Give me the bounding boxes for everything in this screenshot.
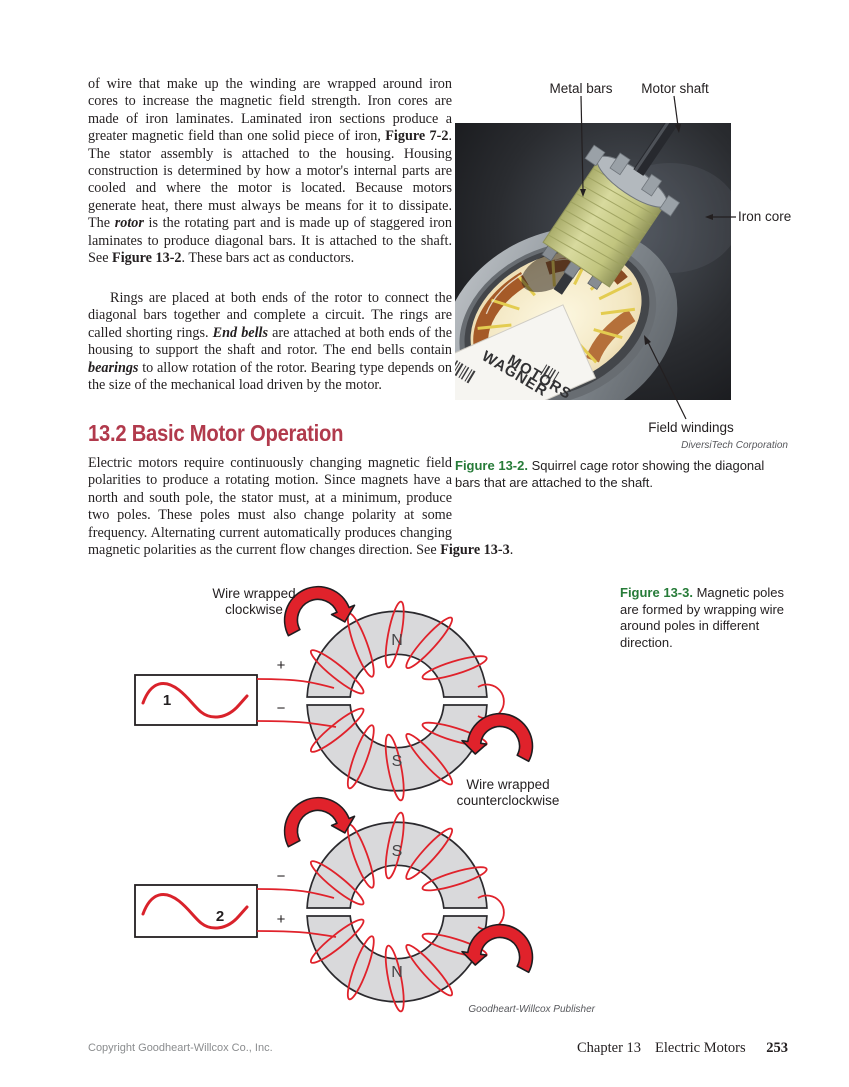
ring1-minus-terminal: − xyxy=(277,700,286,717)
connection-wires xyxy=(256,678,505,938)
page-number: 253 xyxy=(766,1040,788,1056)
paragraph-basic-operation: Electric motors require continuously cha… xyxy=(88,455,648,559)
wrap-clockwise-label-line1: Wire wrapped xyxy=(212,586,295,601)
figure-13-2-label: Figure 13-2. xyxy=(455,458,528,473)
ring1-plus-terminal: + xyxy=(277,657,286,674)
footer-chapter: Chapter 13 xyxy=(577,1040,642,1056)
wire-windings xyxy=(309,600,488,1013)
rotation-arrows xyxy=(283,585,534,974)
figure-13-2-photo: WAGNER MOTORS xyxy=(455,123,731,400)
source-1-number: 1 xyxy=(163,692,171,709)
figure-13-2-credit: DiversiTech Corporation xyxy=(681,440,788,451)
figure-13-2-caption-text: Squirrel cage rotor showing the diagonal… xyxy=(455,458,765,490)
figure-13-3-credit: Goodheart-Willcox Publisher xyxy=(468,1004,595,1015)
copyright-notice: Copyright Goodheart-Willcox Co., Inc. xyxy=(88,1042,273,1054)
sine-wave-2 xyxy=(141,892,249,930)
motor-label-band: WAGNER MOTORS xyxy=(455,304,597,400)
figure-13-3-diagram: 1 2 N S S N xyxy=(134,585,560,1013)
label-barcode xyxy=(455,360,476,384)
motor-shaft-rod xyxy=(633,123,697,176)
figure-13-3-caption-text: Magnetic poles are formed by wrapping wi… xyxy=(620,585,785,650)
sine-wave-1 xyxy=(141,681,249,719)
ac-source-2: 2 xyxy=(134,884,258,938)
callout-field-windings: Field windings xyxy=(648,420,734,435)
squirrel-cage-rotor xyxy=(541,123,697,295)
source-2-number: 2 xyxy=(216,908,224,925)
ac-source-1: 1 xyxy=(134,674,258,726)
ring2-bottom-pole-label: N xyxy=(391,964,403,981)
figure-13-2-callout-lines xyxy=(580,95,736,420)
field-winding-copper xyxy=(585,309,636,363)
ring2-minus-terminal: − xyxy=(277,868,286,885)
callout-metal-bars: Metal bars xyxy=(549,81,613,96)
wrap-counterclockwise-label-line1: Wire wrapped xyxy=(466,777,549,792)
winding-lacing xyxy=(485,271,528,315)
paragraph-stator: of wire that make up the winding are wra… xyxy=(88,76,452,267)
label-barcode-2 xyxy=(540,364,560,383)
callout-motor-shaft: Motor shaft xyxy=(641,81,709,96)
figure-13-2-caption: Figure 13-2. Squirrel cage rotor showing… xyxy=(455,457,789,491)
ring2-top-pole-label: S xyxy=(392,843,403,860)
paragraph-rings: Rings are placed at both ends of the rot… xyxy=(88,290,452,394)
ring1-bottom-pole-label: S xyxy=(392,753,403,770)
callout-iron-core: Iron core xyxy=(738,209,792,224)
running-footer: Chapter 13 Electric Motors xyxy=(577,1040,746,1057)
figure-13-3-label: Figure 13-3. xyxy=(620,585,693,600)
figure-13-3-caption: Figure 13-3. Magnetic poles are formed b… xyxy=(620,585,796,651)
ring1-top-pole-label: N xyxy=(391,632,403,649)
wrap-clockwise-label-line2: clockwise xyxy=(225,602,283,617)
section-heading: 13.2 Basic Motor Operation xyxy=(88,420,344,446)
paragraph-basic-operation-text: Electric motors require continuously cha… xyxy=(88,455,514,559)
ring2-plus-terminal: + xyxy=(277,911,286,928)
wrap-counterclockwise-label-line2: counterclockwise xyxy=(457,793,560,808)
footer-chapter-title: Electric Motors xyxy=(655,1040,746,1056)
